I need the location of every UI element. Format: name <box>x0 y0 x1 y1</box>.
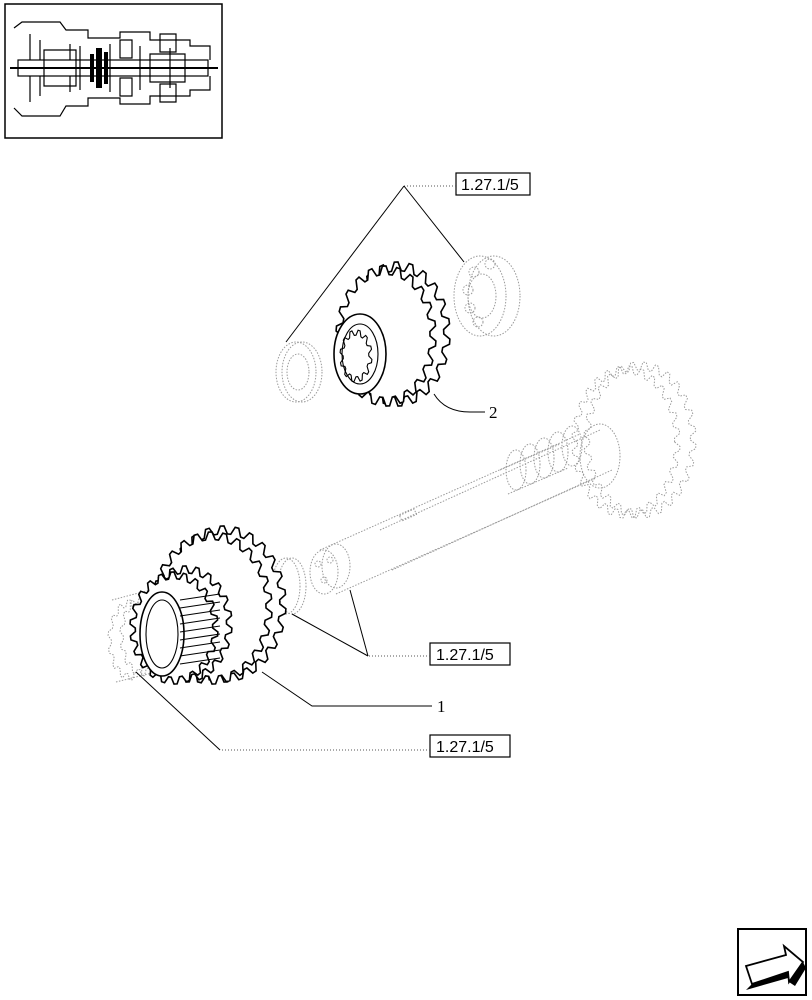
seal-ring <box>275 341 323 403</box>
next-page-arrow-icon[interactable] <box>737 928 807 996</box>
callout-label-2: 2 <box>489 403 498 422</box>
leader-lines-top <box>285 185 465 343</box>
leader-lines-middle <box>291 589 430 657</box>
callout-label-1: 1 <box>437 697 446 716</box>
main-shaft <box>271 361 697 615</box>
reference-box-middle[interactable]: 1.27.1/5 <box>429 642 511 666</box>
gear-part-2[interactable] <box>333 261 451 407</box>
reference-label-bottom: 1.27.1/5 <box>436 739 494 756</box>
reference-label-top: 1.27.1/5 <box>461 177 519 194</box>
reference-box-top[interactable]: 1.27.1/5 <box>455 172 531 196</box>
reference-label-middle: 1.27.1/5 <box>436 647 494 664</box>
gear-part-1[interactable] <box>129 525 287 685</box>
callout-2[interactable]: 2 <box>433 393 498 422</box>
transmission-section-thumbnail-icon[interactable] <box>4 3 223 139</box>
ball-bearing <box>453 255 521 337</box>
reference-box-bottom[interactable]: 1.27.1/5 <box>429 734 511 758</box>
callout-1[interactable]: 1 <box>261 671 446 716</box>
leader-lines-bottom <box>135 671 430 751</box>
